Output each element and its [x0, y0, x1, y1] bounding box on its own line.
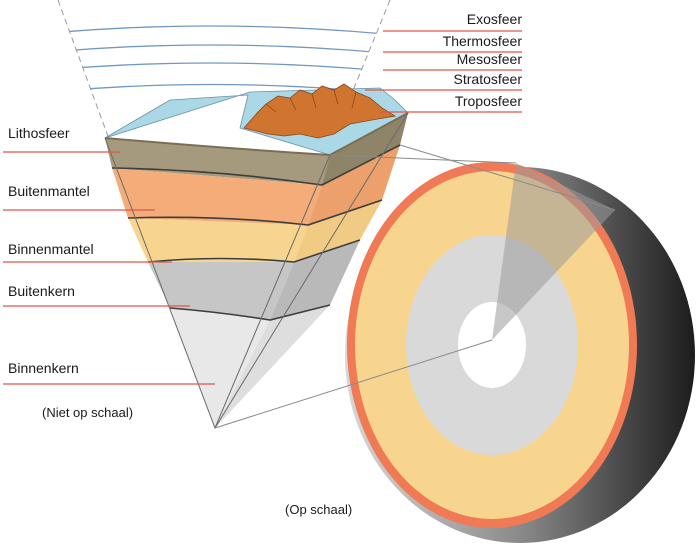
inner-core-layer-left [170, 308, 270, 428]
connector-lines [214, 144, 616, 429]
boundary-inner-mantle [147, 239, 361, 263]
label-troposphere: Troposfeer [455, 93, 523, 109]
label-thermosphere: Thermosfeer [443, 33, 523, 49]
earth-wedge [104, 83, 409, 430]
wedge-edge-left-dashed [57, 0, 216, 429]
mountain-ridges [265, 89, 357, 113]
boundary-outer-core [169, 304, 331, 321]
label-mesosphere: Mesosfeer [457, 51, 523, 67]
label-stratosphere: Stratosfeer [454, 71, 523, 87]
connector-top [399, 144, 616, 211]
boundary-lithosphere [111, 144, 401, 186]
crust-edge [104, 112, 409, 157]
wedge-highlight [492, 163, 615, 340]
outer-mantle-layer-left [112, 168, 322, 225]
inner-core-layer-right [215, 305, 330, 428]
outer-core-layer-right [270, 240, 360, 320]
atmosphere-label-group: Exosfeer Thermosfeer Mesosfeer Stratosfe… [443, 11, 523, 109]
earth-sphere [345, 162, 695, 543]
connector-mid [329, 154, 517, 164]
connector-bottom [214, 339, 493, 429]
label-lithosphere: Lithosfeer [8, 125, 70, 141]
label-exosphere: Exosfeer [467, 11, 523, 27]
exosphere-arc [58, 25, 390, 36]
leader-lines [3, 30, 522, 385]
lithosphere-layer-left [105, 138, 330, 185]
label-inner-core: Binnenkern [8, 360, 79, 376]
inner-mantle-layer-right [294, 200, 382, 262]
label-outer-mantle: Buitenmantel [8, 183, 90, 199]
mesosphere-arc [58, 62, 390, 73]
label-inner-mantle: Binnenmantel [8, 241, 94, 257]
wedge-front-edge [214, 154, 331, 429]
boundary-outer-mantle [127, 199, 383, 226]
inner-mantle-layer-left [128, 218, 308, 262]
earth-label-group: Lithosfeer Buitenmantel Binnenmantel Bui… [8, 125, 94, 376]
outer-core-layer-left [148, 262, 294, 320]
outer-mantle-layer-right [308, 145, 400, 225]
thermosphere-arc [58, 44, 390, 55]
note-not-to-scale: (Niet op schaal) [42, 405, 133, 420]
inner-core-disc [458, 302, 526, 388]
note-to-scale: (Op schaal) [285, 502, 352, 517]
mountains [243, 83, 397, 139]
label-outer-core: Buitenkern [8, 283, 75, 299]
lithosphere-layer-right [322, 113, 408, 185]
